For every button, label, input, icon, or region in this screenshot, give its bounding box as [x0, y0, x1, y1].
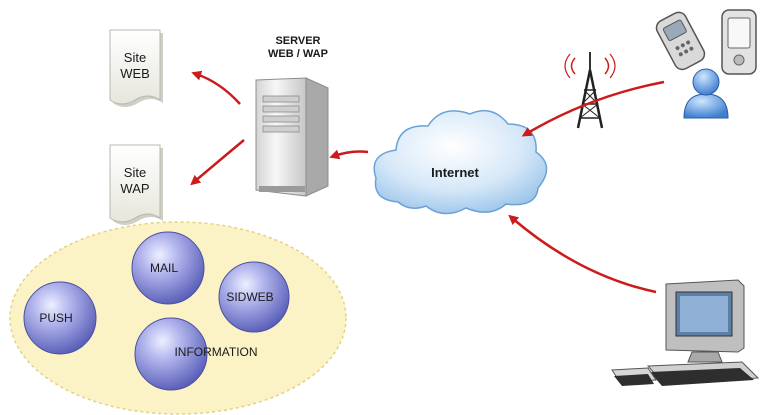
- site-wap-line2: WAP: [120, 181, 149, 196]
- radio-tower: [564, 52, 616, 129]
- arrow-server-to-site-wap: [190, 139, 245, 186]
- server-title-line1: SERVER: [275, 35, 320, 47]
- service-push: PUSH: [23, 281, 97, 355]
- server-title-line2: WEB / WAP: [268, 48, 328, 60]
- document-icon: [109, 144, 161, 223]
- pda: [721, 9, 757, 75]
- service-mail: MAIL: [131, 231, 205, 305]
- pda-icon: [721, 9, 757, 75]
- internet-cloud: Internet: [373, 109, 548, 215]
- radio-tower-icon: [564, 52, 616, 129]
- cloud-label: Internet: [431, 165, 479, 180]
- arrow-server-to-site-web: [191, 70, 241, 105]
- site-web-document: Site WEB: [109, 29, 163, 107]
- site-web-line2: WEB: [120, 66, 150, 81]
- cloud-icon: [373, 109, 548, 215]
- service-information-label: INFORMATION: [174, 345, 257, 359]
- site-web-line1: Site: [124, 50, 146, 65]
- site-wap-document: Site WAP: [109, 144, 163, 225]
- document-icon: [109, 29, 161, 105]
- user-icon: [683, 68, 729, 119]
- desktop-computer-icon: [611, 279, 760, 386]
- service-mail-label: MAIL: [150, 261, 178, 275]
- service-push-label: PUSH: [39, 311, 72, 325]
- arrow-mobile-to-internet: [521, 80, 665, 137]
- connection-arrows: [190, 70, 665, 294]
- cell-phone: [655, 11, 706, 71]
- service-sidweb: SIDWEB: [218, 261, 290, 333]
- service-sidweb-label: SIDWEB: [226, 290, 273, 304]
- arrow-internet-to-server: [329, 149, 369, 160]
- arrow-desktop-to-internet: [508, 214, 657, 294]
- server-tower-icon: [255, 77, 329, 197]
- cell-phone-icon: [655, 11, 706, 71]
- server-tower: SERVER WEB / WAP: [255, 35, 329, 197]
- desktop-computer: [611, 279, 760, 386]
- site-wap-line1: Site: [124, 165, 146, 180]
- service-information: INFORMATION: [134, 317, 258, 391]
- user: [683, 68, 729, 119]
